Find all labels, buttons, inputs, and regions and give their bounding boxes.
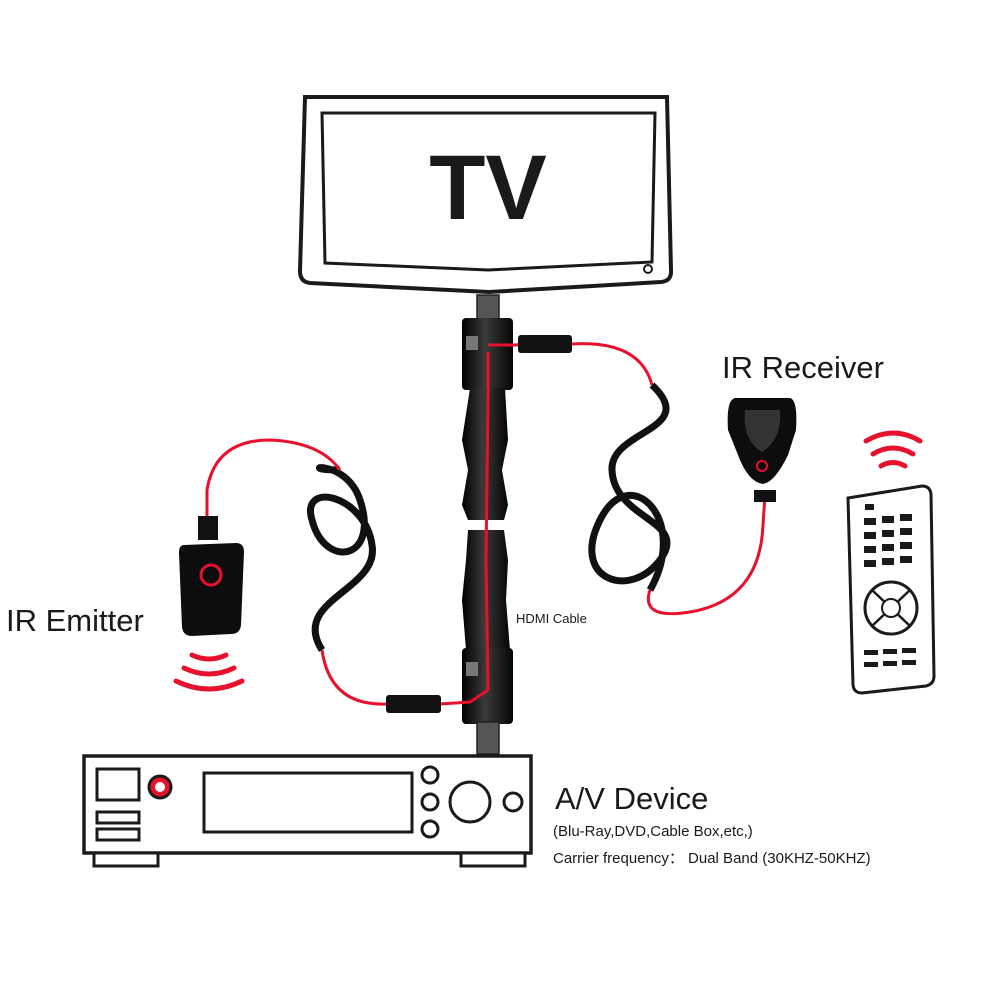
- coiled-cable-left: [307, 464, 376, 652]
- tv-power-led: [643, 264, 653, 274]
- hdmi-plug-bottom-tip: [476, 721, 500, 755]
- av-device-display-small: [95, 767, 141, 802]
- tv: TV: [297, 95, 674, 295]
- tv-label: TV: [429, 137, 547, 239]
- hdmi-cable-label: HDMI Cable: [516, 611, 587, 626]
- av-device-button-4: [502, 791, 524, 813]
- ir-emitter: IR Emitter: [6, 543, 245, 692]
- av-device-slot-1: [95, 810, 141, 825]
- ir-receiver-label: IR Receiver: [722, 350, 884, 385]
- remote-signal-waves: [863, 430, 923, 469]
- remote-buttons: [864, 504, 916, 667]
- av-device-foot-left: [92, 851, 160, 868]
- tv-screen: [320, 111, 657, 272]
- ir-receiver: IR Receiver: [722, 350, 884, 484]
- coiled-cable-right: [588, 382, 671, 592]
- av-device-main-display: [202, 771, 414, 834]
- remote-dpad: [863, 580, 919, 636]
- remote-control: [846, 430, 936, 695]
- av-device-knob: [448, 780, 492, 824]
- ir-receiver-wire: [484, 335, 776, 691]
- av-device-foot-right: [459, 851, 527, 868]
- ir-emitter-body: [179, 543, 244, 636]
- emitter-signal-waves: [173, 652, 245, 692]
- av-device-button-1: [420, 765, 440, 785]
- hdmi-plug-marker: [466, 662, 478, 676]
- av-device-button-2: [420, 792, 440, 812]
- ir-jack-right: [518, 335, 572, 353]
- ir-emitter-wire: [198, 438, 489, 713]
- hdmi-plug-marker: [466, 336, 478, 350]
- hdmi-cable: HDMI Cable: [462, 294, 587, 755]
- ir-jack-left: [386, 695, 441, 713]
- av-device-button-3: [420, 819, 440, 839]
- hdmi-cable-segment-upper: [462, 388, 508, 520]
- ir-emitter-label: IR Emitter: [6, 603, 144, 638]
- av-device-slot-2: [95, 827, 141, 842]
- av-device-frequency: Carrier frequency： Dual Band (30KHZ-50KH…: [553, 850, 871, 867]
- hdmi-plug-top-tip: [476, 294, 500, 321]
- av-device: [82, 754, 533, 868]
- av-device-subtitle: (Blu-Ray,DVD,Cable Box,etc,): [553, 823, 753, 840]
- av-device-title: A/V Device: [555, 781, 708, 816]
